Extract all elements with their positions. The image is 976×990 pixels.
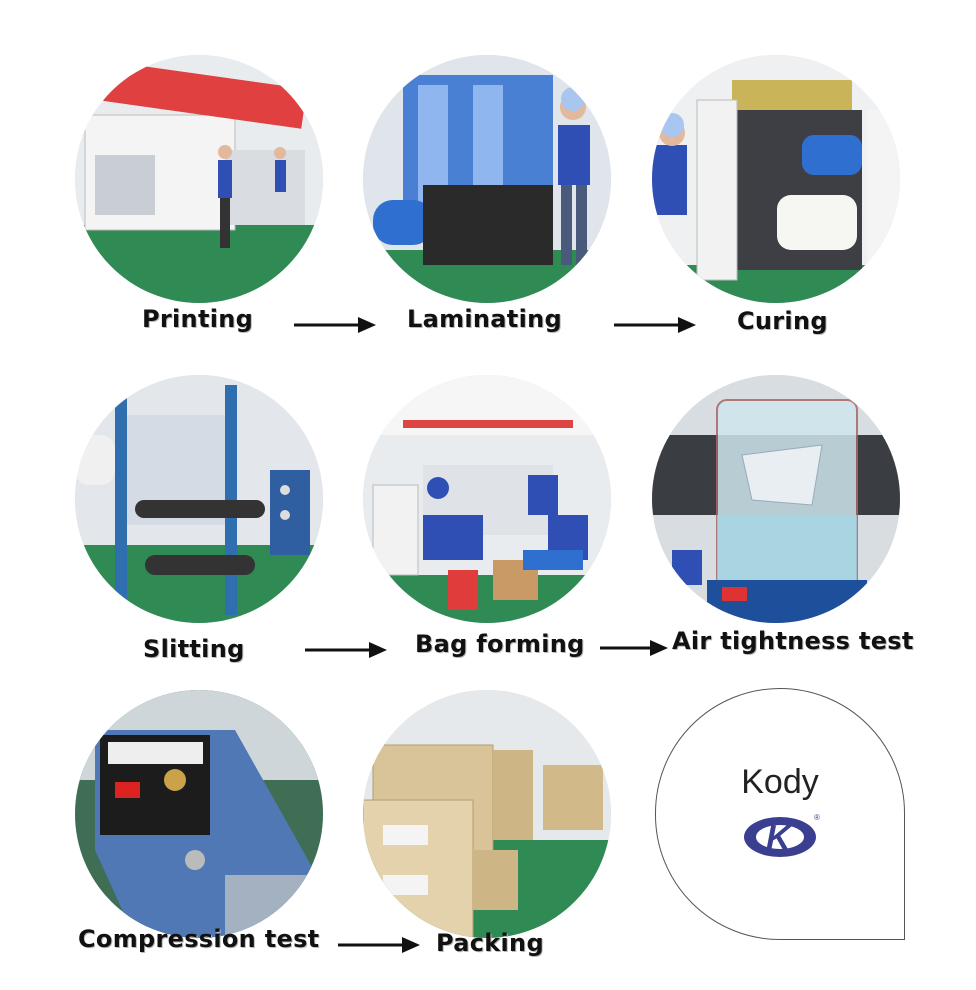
arrow-right-icon (600, 640, 668, 656)
curing-photo (652, 55, 900, 303)
step-label-laminating: Laminating (407, 305, 562, 333)
printing-press-icon (75, 55, 323, 303)
step-label-packing: Packing (436, 929, 544, 957)
slitting-photo (75, 375, 323, 623)
air-tightness-tank-icon (652, 375, 900, 623)
bag-forming-photo (363, 375, 611, 623)
bag-forming-icon (363, 375, 611, 623)
compression-sealer-icon (75, 690, 323, 938)
laminating-photo (363, 55, 611, 303)
curing-oven-icon (652, 55, 900, 303)
printing-photo (75, 55, 323, 303)
registered-mark: ® (814, 813, 820, 822)
kody-brand-card: Kody K ® (655, 688, 905, 940)
compression-test-photo (75, 690, 323, 938)
brand-mark: K (766, 819, 793, 857)
brand-name: Kody (741, 763, 819, 801)
arrow-right-icon (338, 937, 420, 953)
step-label-compression-test: Compression test (78, 925, 320, 953)
arrow-right-icon (294, 317, 376, 333)
step-label-air-tightness-test: Air tightness test (672, 627, 914, 655)
arrow-right-icon (305, 642, 387, 658)
warehouse-boxes-icon (363, 690, 611, 938)
step-label-slitting: Slitting (143, 635, 245, 663)
air-tightness-photo (652, 375, 900, 623)
step-label-curing: Curing (737, 307, 828, 335)
packing-photo (363, 690, 611, 938)
arrow-right-icon (614, 317, 696, 333)
kody-logo-icon: K ® (744, 813, 820, 857)
step-label-printing: Printing (142, 305, 254, 333)
slitting-machine-icon (75, 375, 323, 623)
step-label-bag-forming: Bag forming (415, 630, 585, 658)
laminating-machine-icon (363, 55, 611, 303)
